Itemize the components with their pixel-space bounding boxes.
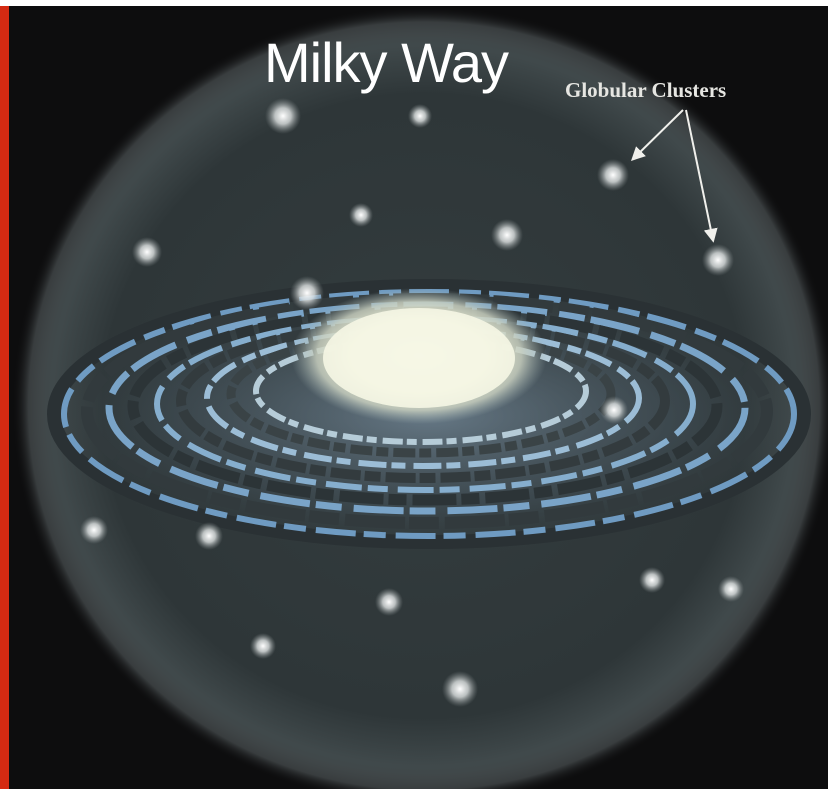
globular-cluster [491, 219, 523, 251]
globular-cluster [718, 576, 744, 602]
globular-clusters [80, 98, 744, 707]
globular-clusters-label: Globular Clusters [565, 78, 727, 102]
arrow-to-cluster-left [631, 109, 684, 161]
globular-cluster [250, 633, 276, 659]
globular-cluster [375, 588, 403, 616]
milky-way-illustration [12, 6, 828, 789]
globular-cluster [702, 244, 734, 276]
globular-cluster [265, 98, 301, 134]
galaxy-panel: Milky Way Globular Clusters [9, 6, 828, 789]
globular-cluster [442, 671, 478, 707]
globular-cluster [600, 396, 628, 424]
globular-cluster [80, 516, 108, 544]
globular-cluster [195, 522, 223, 550]
arrow-to-cluster-right [685, 109, 718, 243]
globular-cluster [290, 276, 324, 310]
globular-cluster [408, 104, 432, 128]
figure-title: Milky Way [264, 31, 509, 94]
globular-cluster [132, 237, 162, 267]
annotation-arrows [631, 109, 718, 243]
globular-cluster [639, 567, 665, 593]
globular-cluster [597, 159, 629, 191]
globular-cluster [349, 203, 373, 227]
red-edge-bar [0, 6, 9, 789]
